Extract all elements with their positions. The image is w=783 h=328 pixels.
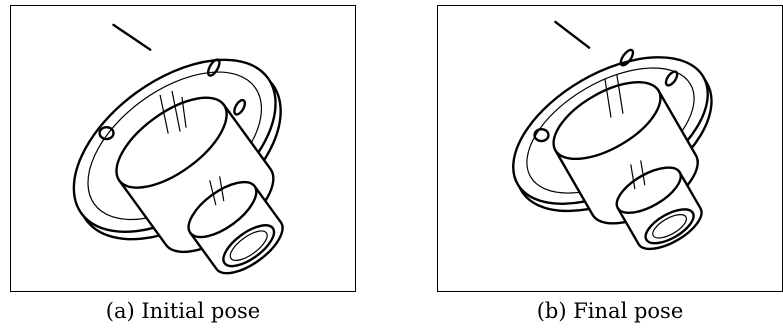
- edge-line: [554, 20, 591, 49]
- boss-bore: [229, 230, 268, 262]
- subfigure-b-image: [437, 5, 783, 292]
- boss-face: [644, 208, 695, 245]
- bolt-hole: [233, 98, 247, 116]
- cylinder-top: [552, 81, 662, 161]
- hidden-lines: [209, 176, 225, 206]
- bolt-hole: [98, 125, 115, 141]
- cylinder-top: [115, 96, 228, 189]
- bolt-hole: [533, 127, 550, 143]
- hidden-lines: [604, 74, 624, 118]
- subfigure-b-caption: (b) Final pose: [536, 299, 684, 323]
- flange-part-drawing-final: [512, 20, 713, 251]
- bolt-hole: [619, 48, 635, 67]
- subfigure-a-caption: (a) Initial pose: [105, 299, 261, 323]
- boss-bore: [652, 214, 687, 239]
- bolt-hole: [664, 70, 679, 87]
- flange-part-drawing-initial: [72, 23, 284, 275]
- boss-top: [187, 180, 258, 239]
- boss-face: [222, 224, 276, 268]
- hidden-lines: [159, 90, 187, 134]
- edge-line: [112, 23, 152, 51]
- bolt-hole: [206, 58, 221, 77]
- boss-top: [615, 166, 682, 214]
- hidden-lines: [630, 160, 646, 190]
- subfigure-a-image: [10, 5, 356, 292]
